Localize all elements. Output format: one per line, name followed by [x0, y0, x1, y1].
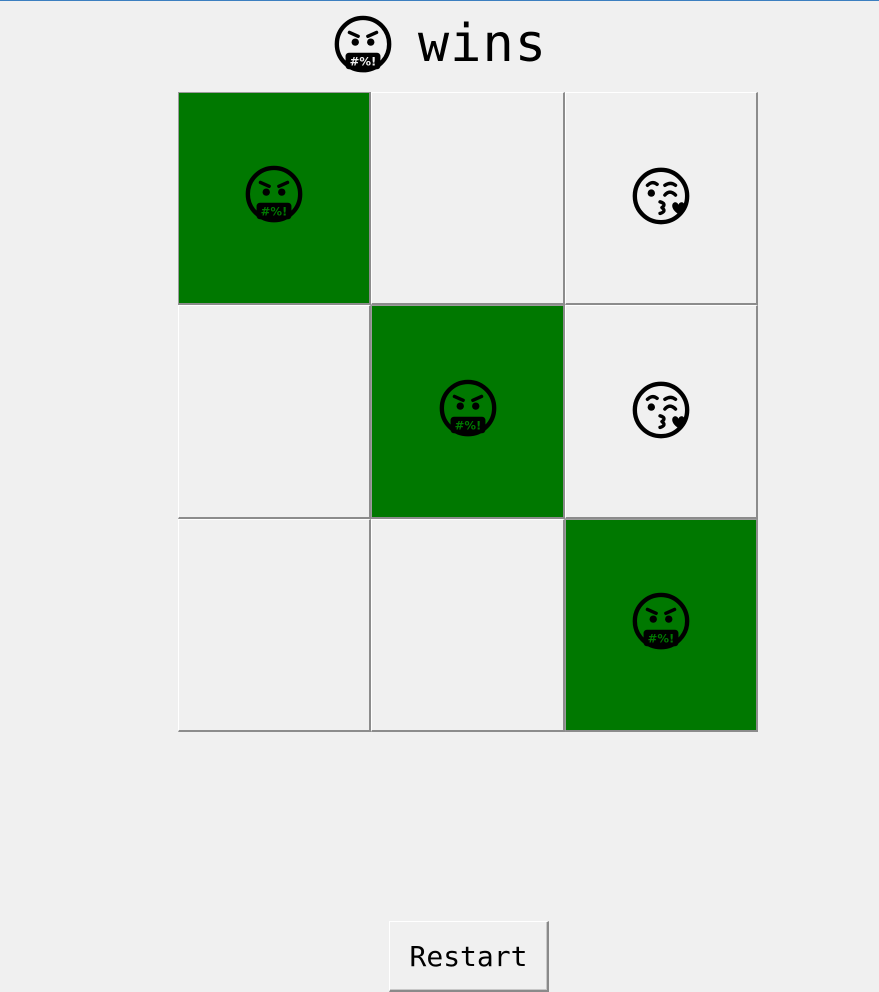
board-cell-1-1[interactable]: #%! — [178, 92, 371, 305]
cursing-face-icon: #%! — [332, 15, 394, 77]
kissing-face-icon — [630, 379, 692, 445]
cursing-face-icon: #%! — [630, 592, 692, 658]
svg-text:#%!: #%! — [350, 54, 377, 68]
board-cell-3-2[interactable] — [371, 519, 565, 732]
restart-button[interactable]: Restart — [389, 921, 549, 992]
board-cell-1-3[interactable] — [565, 92, 758, 305]
board-cell-2-1[interactable] — [178, 305, 371, 519]
kissing-face-icon — [630, 165, 692, 231]
svg-text:#%!: #%! — [261, 204, 288, 218]
board-cell-1-2[interactable] — [371, 92, 565, 305]
window-top-border — [0, 0, 879, 1]
board-cell-2-3[interactable] — [565, 305, 758, 519]
status-bar: #%! wins — [0, 10, 879, 82]
game-board: #%! # — [178, 92, 758, 732]
svg-text:#%!: #%! — [454, 418, 481, 432]
board-cell-3-3[interactable]: #%! — [565, 519, 758, 732]
svg-text:#%!: #%! — [648, 631, 675, 645]
board-cell-2-2[interactable]: #%! — [371, 305, 565, 519]
status-text: wins — [417, 14, 548, 74]
cursing-face-icon: #%! — [243, 165, 305, 231]
cursing-face-icon: #%! — [437, 379, 499, 445]
board-cell-3-1[interactable] — [178, 519, 371, 732]
